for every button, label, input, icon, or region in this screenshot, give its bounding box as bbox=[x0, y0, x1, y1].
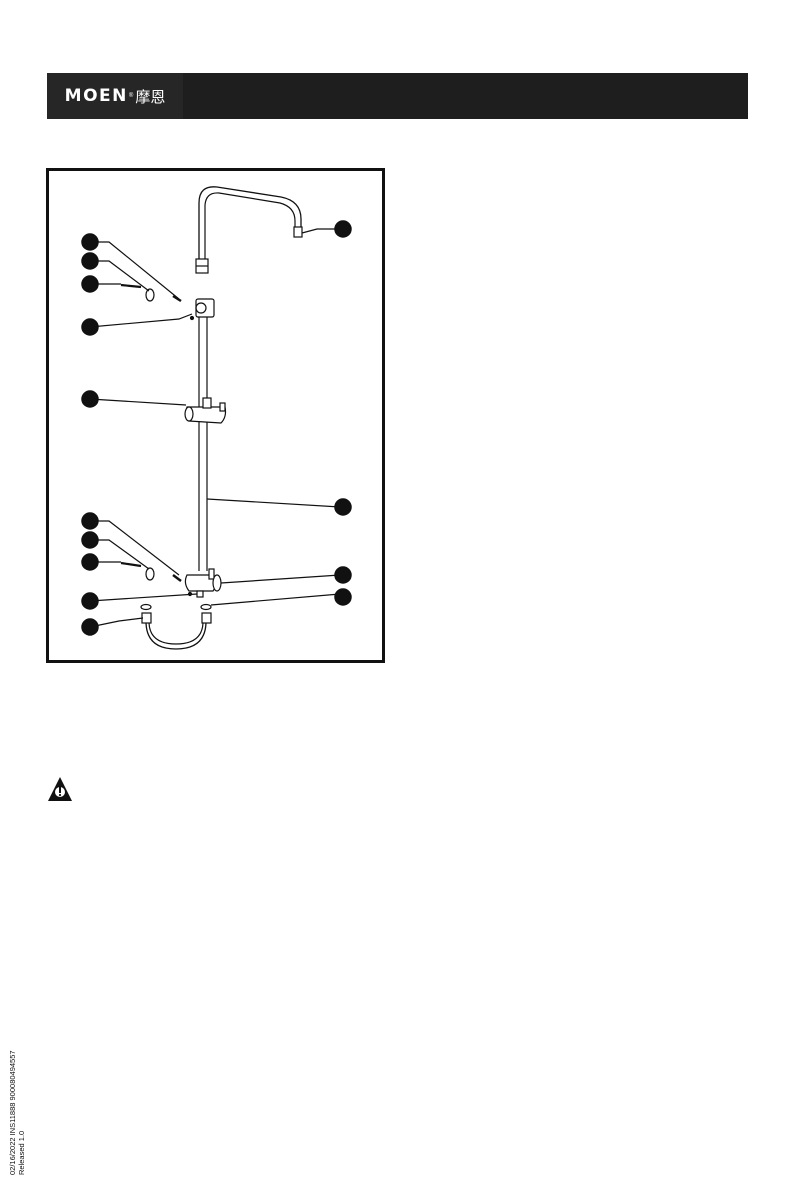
left-hose-washer bbox=[141, 605, 151, 610]
brand-name-chinese: 摩恩 bbox=[135, 86, 165, 107]
callout-1 bbox=[82, 234, 98, 250]
callout-14 bbox=[335, 589, 351, 605]
callout-10 bbox=[82, 619, 98, 635]
callout-7 bbox=[82, 532, 98, 548]
leader-14 bbox=[211, 594, 340, 605]
moen-logo: MOEN ® 摩恩 bbox=[47, 73, 183, 119]
top-wall-bracket bbox=[196, 299, 214, 317]
shower-rail-exploded-view bbox=[49, 171, 382, 660]
callout-9 bbox=[82, 593, 98, 609]
document-code: 02/16/2022 INS11888 900080494557 Release… bbox=[8, 1050, 26, 1175]
warning-triangle-icon bbox=[47, 776, 73, 802]
overhead-arm-inner bbox=[205, 193, 295, 263]
leader-1 bbox=[90, 242, 179, 299]
brand-header-bar: MOEN ® 摩恩 bbox=[47, 73, 748, 119]
callout-13 bbox=[335, 567, 351, 583]
callout-4 bbox=[82, 319, 98, 335]
leader-5 bbox=[90, 399, 186, 405]
bottom-washer bbox=[146, 568, 154, 580]
bottom-screw bbox=[173, 575, 181, 581]
callout-12 bbox=[335, 499, 351, 515]
bottom-wall-plug bbox=[121, 563, 141, 566]
registered-mark: ® bbox=[129, 93, 133, 99]
leader-12 bbox=[207, 499, 340, 507]
right-hose-washer bbox=[201, 605, 211, 610]
callout-3 bbox=[82, 276, 98, 292]
callout-8 bbox=[82, 554, 98, 570]
document-code-line-1: 02/16/2022 INS11888 900080494557 bbox=[8, 1050, 17, 1175]
top-washer bbox=[146, 289, 154, 301]
callout-5 bbox=[82, 391, 98, 407]
right-hose-nut bbox=[202, 613, 211, 623]
flexible-hose bbox=[146, 623, 206, 649]
leader-4 bbox=[90, 314, 192, 327]
callout-6 bbox=[82, 513, 98, 529]
callout-11 bbox=[335, 221, 351, 237]
leader-6 bbox=[90, 521, 179, 575]
brand-name: MOEN bbox=[65, 86, 128, 106]
parts-diagram bbox=[46, 168, 385, 663]
top-wall-plug bbox=[121, 285, 141, 287]
arm-outlet bbox=[294, 227, 302, 237]
left-hose-nut bbox=[142, 613, 151, 623]
document-code-line-2: Released 1.0 bbox=[17, 1050, 26, 1175]
callout-2 bbox=[82, 253, 98, 269]
leader-9 bbox=[90, 594, 197, 601]
leader-13 bbox=[221, 575, 340, 583]
